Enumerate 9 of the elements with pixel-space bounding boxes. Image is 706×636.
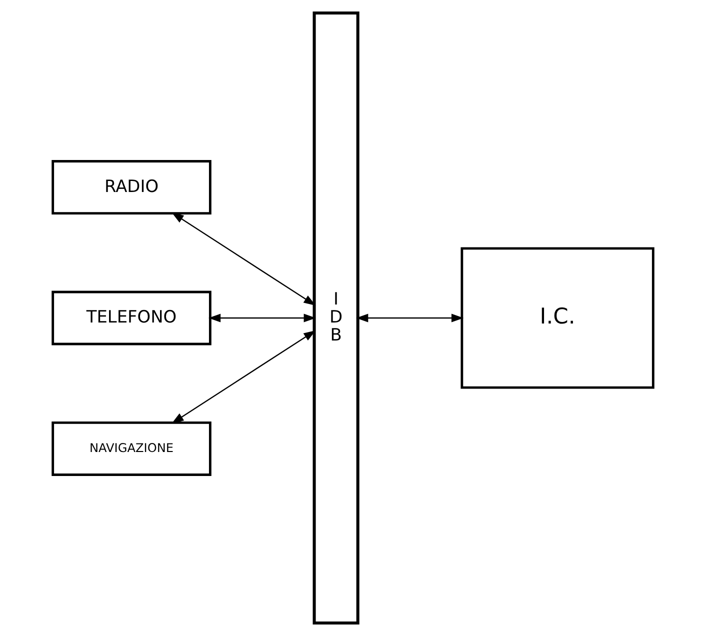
arrow — [172, 212, 316, 306]
arrow — [208, 314, 316, 322]
arrow — [172, 330, 316, 424]
node-box: I D B — [312, 11, 360, 625]
node-box: TELEFONO — [52, 290, 212, 346]
arrow — [356, 314, 464, 322]
node-box: I.C. — [460, 247, 654, 389]
node-box: NAVIGAZIONE — [52, 421, 212, 476]
node-box: RADIO — [52, 160, 212, 215]
